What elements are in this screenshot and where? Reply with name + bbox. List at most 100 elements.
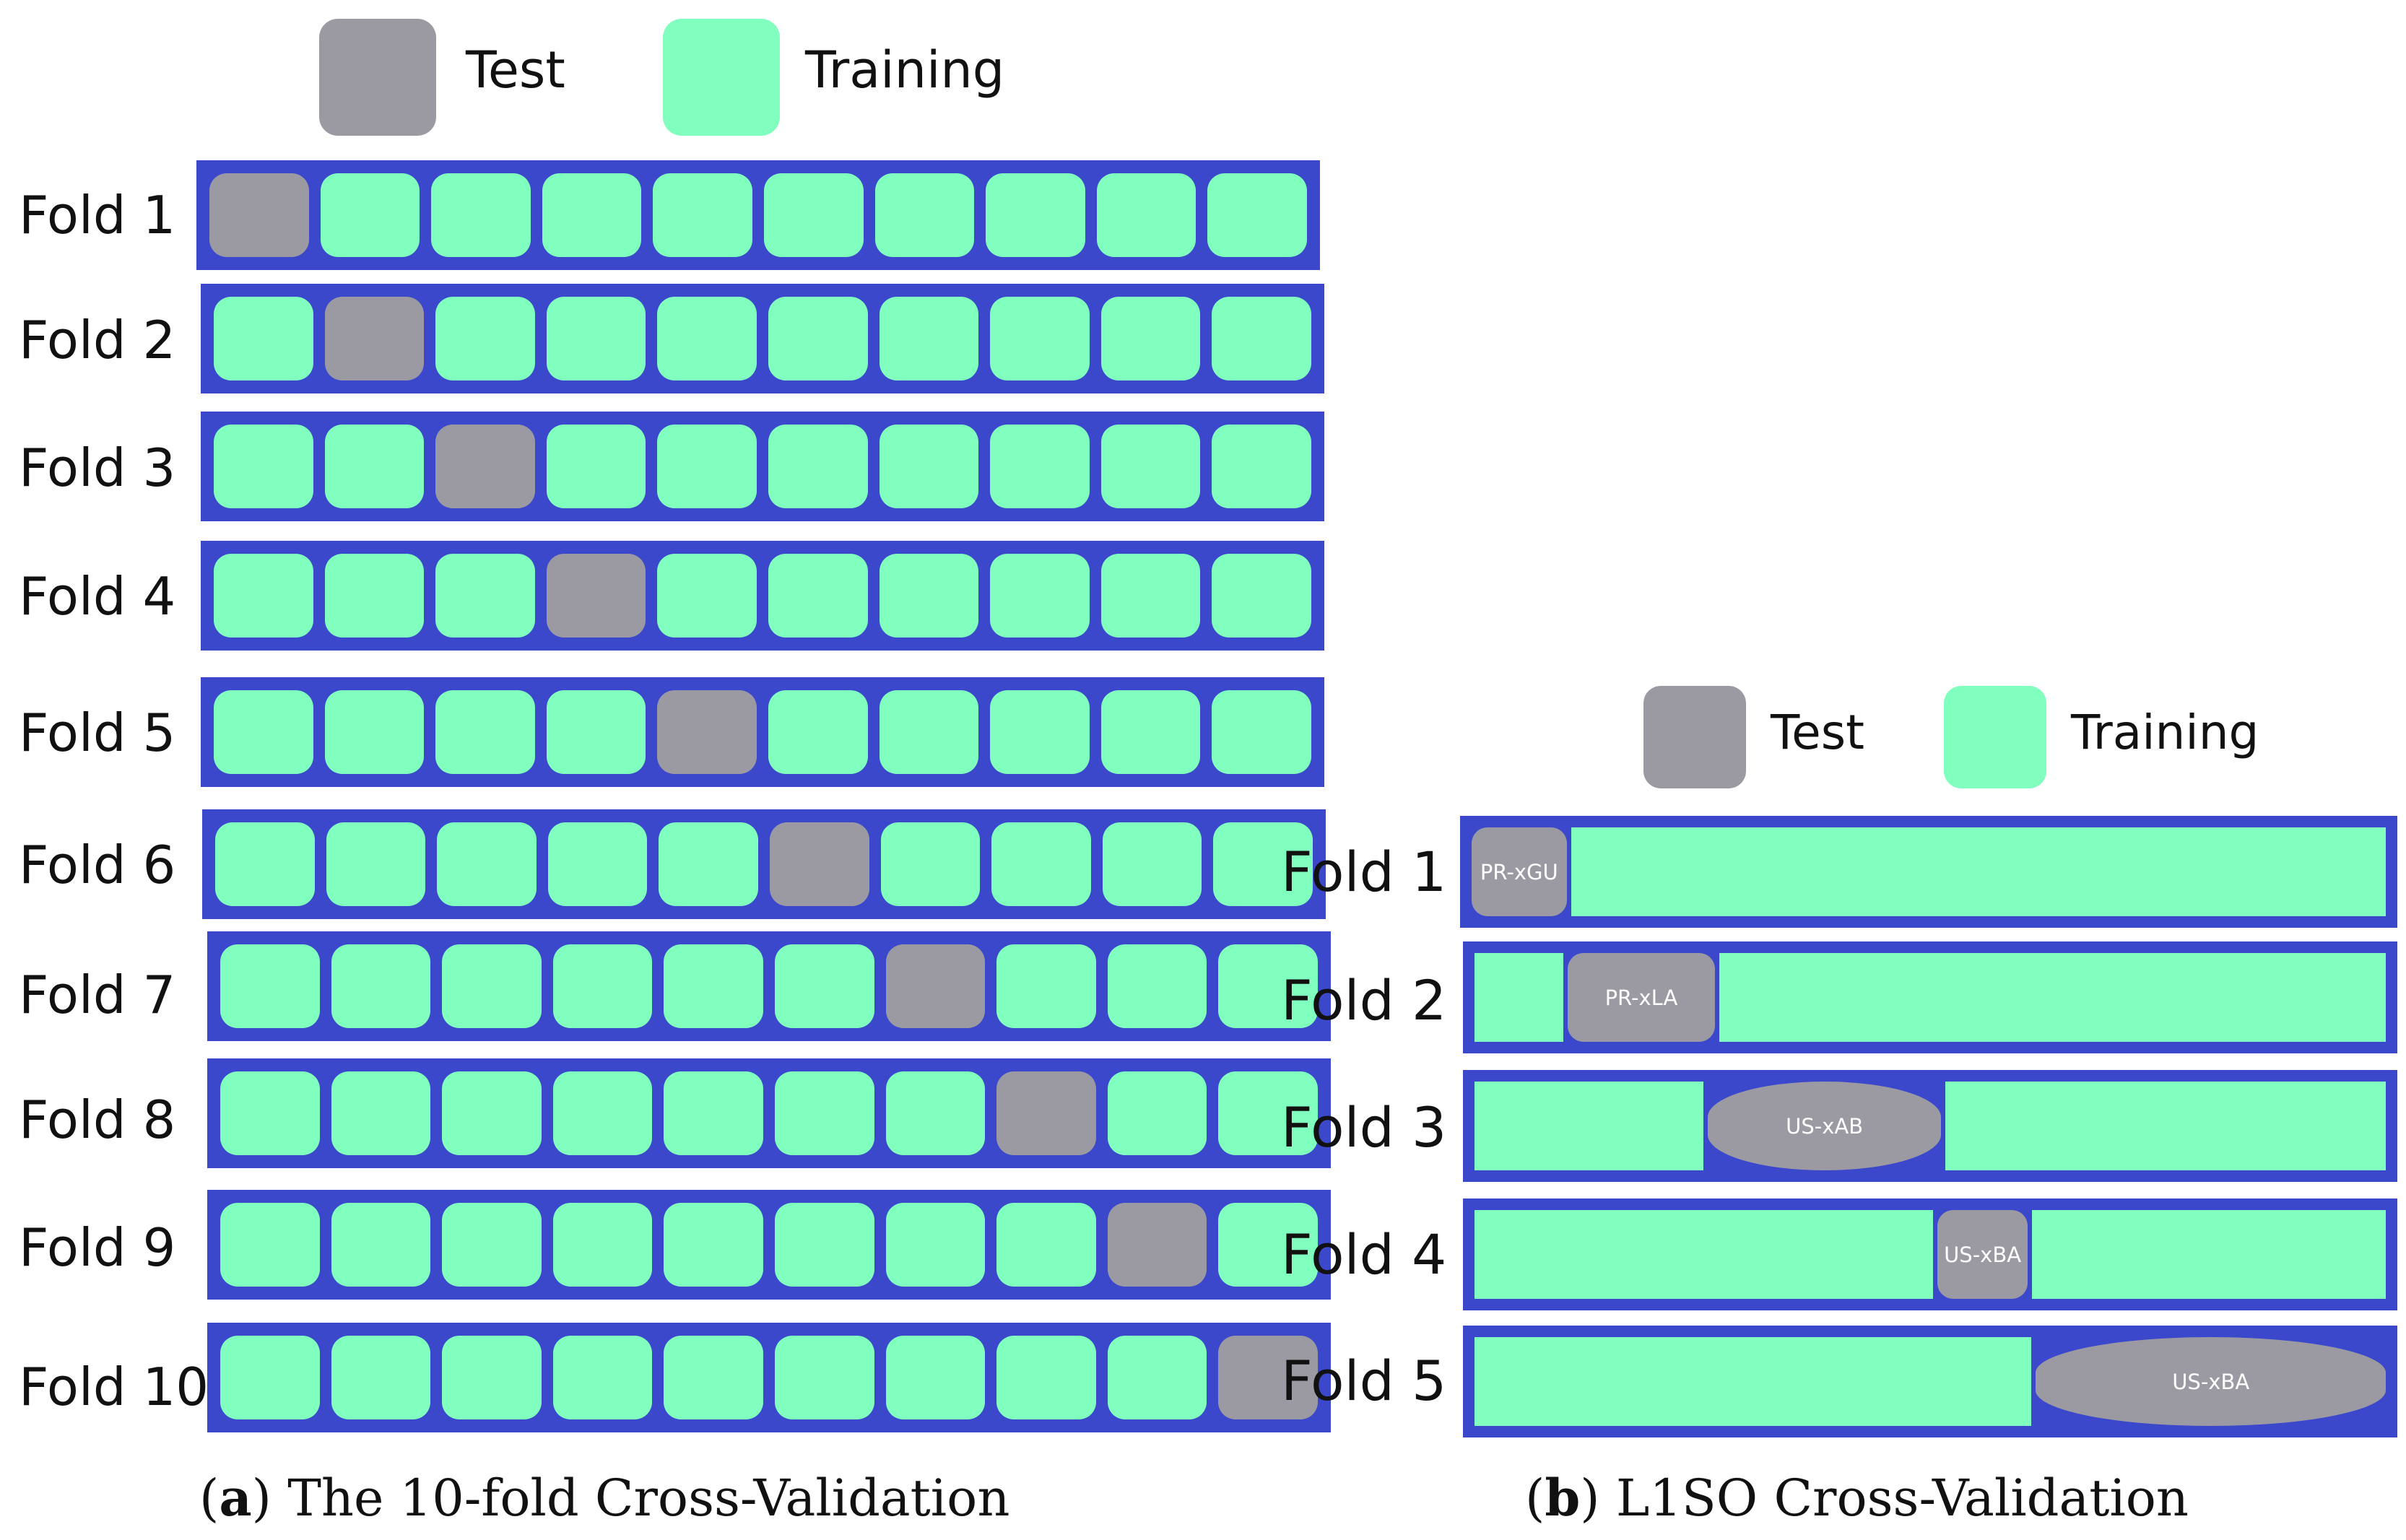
training-block: [1107, 1336, 1207, 1419]
fold-a-bar: [207, 931, 1331, 1041]
training-block: [1212, 554, 1311, 638]
caption-a: (a) The 10-fold Cross-Validation: [199, 1468, 1010, 1528]
training-block: [653, 173, 752, 257]
fold-a-bar: [207, 1323, 1331, 1432]
test-block: US-xBA: [1937, 1210, 2028, 1299]
training-block: [664, 944, 763, 1028]
fold-a-bar: [196, 160, 1320, 270]
training-block: [991, 822, 1091, 906]
training-block: [442, 1336, 542, 1419]
caption-a-text: The 10-fold Cross-Validation: [271, 1469, 1010, 1528]
training-block: [775, 1336, 874, 1419]
training-block: [220, 1336, 320, 1419]
training-block: [1212, 297, 1311, 380]
training-block: [885, 1203, 986, 1287]
training-block: [435, 297, 535, 380]
test-block: [885, 944, 986, 1028]
legend-b-test-label: Test: [1771, 705, 1864, 760]
training-block: [775, 1071, 874, 1155]
fold-a-label: Fold 3: [19, 438, 176, 498]
training-block: [552, 1071, 653, 1155]
training-block: [996, 1203, 1096, 1287]
training-block: [990, 554, 1090, 638]
training-block: [775, 1203, 874, 1287]
caption-b-text: L1SO Cross-Validation: [1599, 1469, 2189, 1528]
fold-b-label: Fold 2: [1281, 968, 1447, 1032]
fold-a-label: Fold 4: [19, 566, 176, 627]
test-block: [209, 173, 309, 257]
training-block: [1107, 944, 1207, 1028]
legend-b-test-swatch: [1643, 686, 1746, 788]
training-block: [435, 554, 535, 638]
training-block: [874, 173, 975, 257]
training-block: [442, 944, 542, 1028]
fold-b-label: Fold 4: [1281, 1222, 1447, 1287]
training-block: [990, 690, 1090, 774]
training-block: [1475, 1210, 1934, 1299]
training-block: [1213, 822, 1313, 906]
training-block: [879, 297, 979, 380]
training-block: [775, 944, 874, 1028]
training-block: [768, 425, 868, 508]
training-block: [1719, 953, 2386, 1042]
training-block: [2032, 1210, 2386, 1299]
fold-a-bar: [207, 1058, 1331, 1168]
training-block: [768, 554, 868, 638]
training-block: [220, 944, 320, 1028]
fold-b-bar: PR-xGU: [1460, 816, 2397, 928]
training-block: [1102, 822, 1202, 906]
training-block: [1945, 1082, 2386, 1170]
caption-a-letter: a: [219, 1468, 252, 1528]
fold-a-bar: [201, 541, 1324, 651]
training-block: [990, 425, 1090, 508]
fold-a-bar: [201, 412, 1324, 521]
training-block: [990, 297, 1090, 380]
training-block: [220, 1203, 320, 1287]
training-block: [542, 173, 642, 257]
test-block: [770, 822, 869, 906]
legend-a-training-swatch: [663, 19, 780, 136]
test-block: PR-xGU: [1472, 827, 1567, 916]
fold-a-label: Fold 1: [19, 185, 176, 245]
training-block: [879, 554, 979, 638]
training-block: [1207, 173, 1307, 257]
training-block: [324, 425, 425, 508]
training-block: [1100, 425, 1201, 508]
training-block: [880, 822, 981, 906]
fold-a-label: Fold 10: [19, 1357, 209, 1417]
training-block: [1475, 1082, 1704, 1170]
test-block: PR-xLA: [1567, 953, 1716, 1042]
fold-b-bar: US-xBA: [1463, 1326, 2397, 1437]
training-block: [320, 173, 420, 257]
training-block: [1107, 1071, 1207, 1155]
training-block: [657, 297, 757, 380]
training-block: [437, 822, 537, 906]
training-block: [768, 690, 868, 774]
training-block: [1096, 173, 1197, 257]
training-block: [547, 822, 648, 906]
test-block: US-xAB: [1708, 1082, 1942, 1170]
training-block: [431, 173, 531, 257]
fold-a-label: Fold 6: [19, 835, 176, 895]
training-block: [214, 554, 313, 638]
training-block: [552, 1336, 653, 1419]
training-block: [885, 1336, 986, 1419]
test-block: [324, 297, 425, 380]
training-block: [324, 554, 425, 638]
test-block-label: US-xAB: [1786, 1113, 1864, 1139]
training-block: [657, 554, 757, 638]
training-block: [326, 822, 426, 906]
test-block: US-xBA: [2036, 1337, 2386, 1426]
training-block: [214, 297, 313, 380]
fold-a-label: Fold 9: [19, 1217, 176, 1278]
training-block: [664, 1336, 763, 1419]
test-block: [657, 690, 757, 774]
test-block: [996, 1071, 1096, 1155]
training-block: [331, 1071, 431, 1155]
training-block: [1100, 690, 1201, 774]
test-block-label: US-xBA: [2172, 1369, 2250, 1394]
training-block: [442, 1071, 542, 1155]
training-block: [1212, 690, 1311, 774]
training-block: [1218, 1071, 1318, 1155]
test-block: [546, 554, 646, 638]
